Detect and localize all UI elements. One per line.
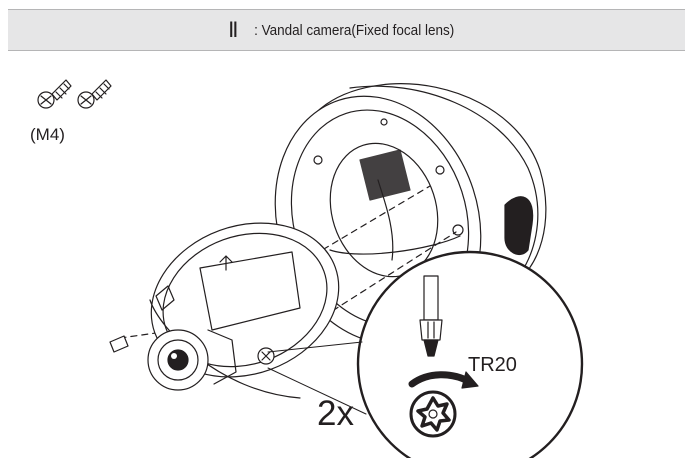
screw-icon [77,79,112,109]
screw-icon [37,79,72,109]
section-title: : Vandal camera(Fixed focal lens) [253,21,454,39]
section-numeral: Ⅱ [228,17,239,42]
section-header: Ⅱ : Vandal camera(Fixed focal lens) [8,9,685,51]
camera-module [109,222,340,399]
torx-bit-icon [409,390,457,438]
screw-count-label: 2x [317,394,354,433]
screw-size-label: (M4) [30,125,65,144]
torx-size-label: TR20 [468,354,517,376]
magnified-callout [267,250,584,458]
